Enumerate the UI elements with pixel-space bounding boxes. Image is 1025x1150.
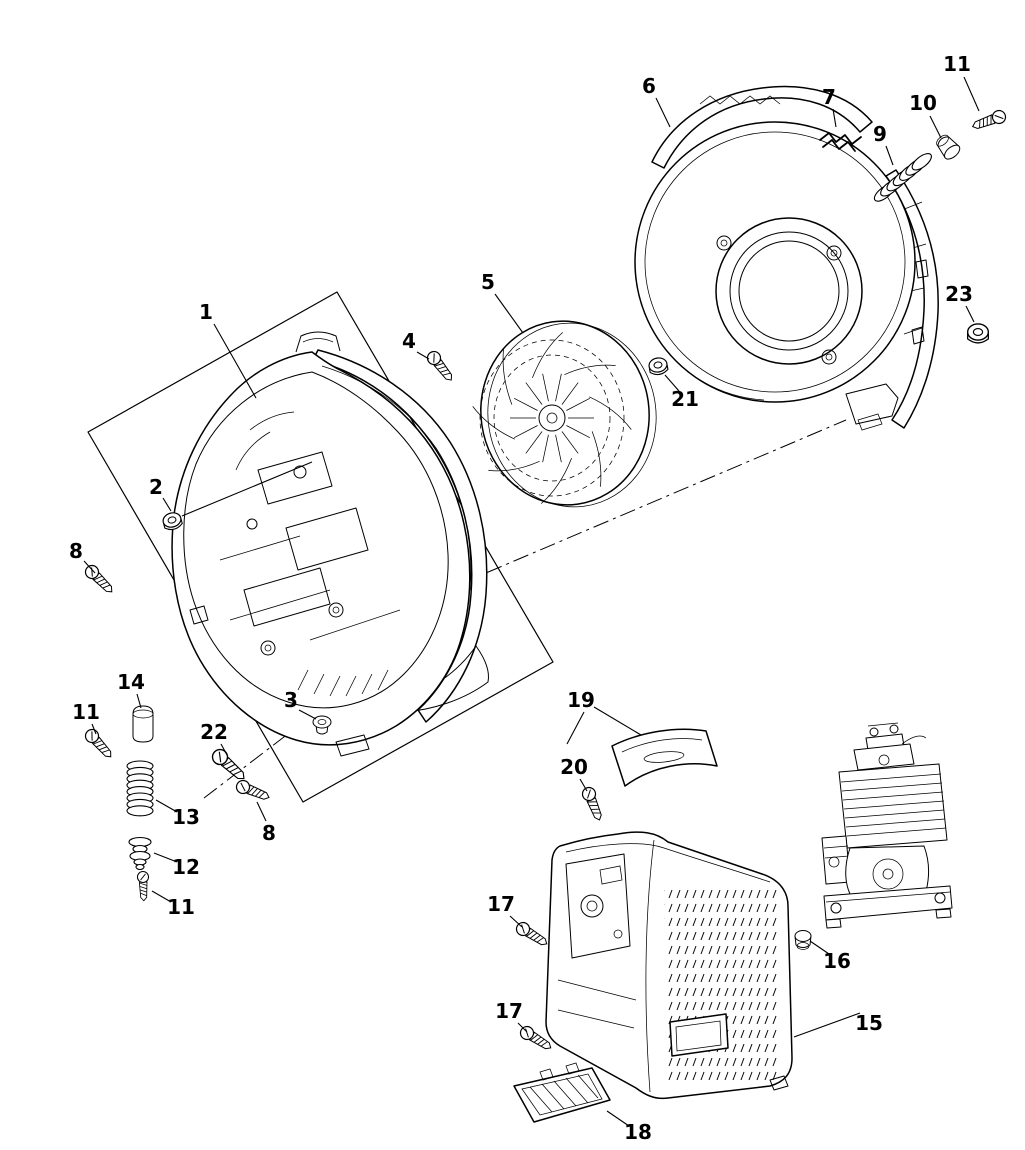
screw-part8-bottom [233,777,272,805]
blower-housing-left [171,331,489,757]
spring-part9 [873,153,932,202]
callout-label-12: 12 [172,855,200,879]
screw-part8-left [82,562,117,597]
callout-leader-15 [793,1012,861,1038]
callout-label-6: 6 [642,74,656,98]
callout-label-11: 11 [943,52,971,76]
screw-part4 [424,348,457,385]
callout-leader-23 [965,305,975,323]
callout-leader-22 [220,743,228,756]
callout-leader-2 [162,497,172,512]
callout-leader-10 [929,115,942,139]
callout-label-20: 20 [560,755,588,779]
callout-leader-9 [885,145,894,166]
nut-part21 [647,355,670,377]
callout-label-1: 1 [199,300,213,324]
callout-leader-17 [517,1022,528,1033]
cover-vents [664,889,777,1081]
callout-label-9: 9 [873,122,887,146]
callout-leader-3 [298,709,317,720]
callout-label-17: 17 [487,892,515,916]
cap-part10 [936,134,961,160]
spring-part13 [126,760,154,817]
callout-leader-2 [181,461,313,517]
fan-blades [472,332,632,504]
screw-part11-topright [969,108,1008,134]
callout-leader-11 [963,76,980,112]
callout-leader-8 [256,801,267,822]
cap-part14 [132,705,154,743]
fan-impeller [472,320,657,508]
callout-label-11: 11 [167,895,195,919]
callout-leader-16 [809,940,830,955]
screw-part20 [579,784,607,823]
clip-part7 [819,132,862,152]
callout-label-10: 10 [909,91,937,115]
screw-part11-bottom [136,870,150,902]
callout-label-15: 15 [855,1011,883,1035]
callout-label-8: 8 [262,821,276,845]
callout-leader-4 [416,351,430,360]
callout-leader-11 [91,723,97,735]
fan-spokes [510,373,594,463]
callout-label-4: 4 [402,329,416,353]
callout-label-7: 7 [822,85,836,109]
callout-leader-14 [136,693,142,709]
engine-assembly [821,722,953,929]
callout-leader-19 [566,711,585,745]
buffer-part12 [128,836,152,871]
callout-label-17: 17 [495,999,523,1023]
callout-leader-19 [593,706,642,736]
callout-label-22: 22 [200,720,228,744]
callout-label-8: 8 [69,539,83,563]
callout-label-18: 18 [624,1120,652,1144]
callout-leader-11 [151,890,172,903]
panel-part19 [611,728,718,787]
callout-label-21: 21 [671,387,699,411]
callout-leader-21 [664,374,680,392]
callout-label-23: 23 [945,282,973,306]
callout-leader-17 [509,915,523,928]
callout-leader-5 [494,293,524,334]
callout-label-2: 2 [149,475,163,499]
callout-leader-12 [153,852,178,863]
callout-leader-7 [832,108,837,128]
bushing-part16 [794,930,812,950]
blower-housing-right [634,85,939,431]
screw-part11-left [82,726,117,762]
callout-leader-8 [83,560,96,574]
engine-cover-part15 [545,831,793,1100]
callout-label-14: 14 [117,670,145,694]
callout-leader-13 [155,799,178,813]
callout-label-11: 11 [72,700,100,724]
callout-label-13: 13 [172,805,200,829]
callout-leader-20 [579,778,588,792]
callout-label-3: 3 [284,688,298,712]
callout-leader-18 [606,1110,630,1127]
callout-label-16: 16 [823,949,851,973]
callout-leader-1 [213,323,257,399]
callout-label-5: 5 [481,270,495,294]
grille-part18 [513,1062,611,1123]
nut-part23 [966,323,990,344]
plug-part3 [312,715,332,735]
callout-leader-6 [655,97,671,128]
callout-label-19: 19 [567,688,595,712]
